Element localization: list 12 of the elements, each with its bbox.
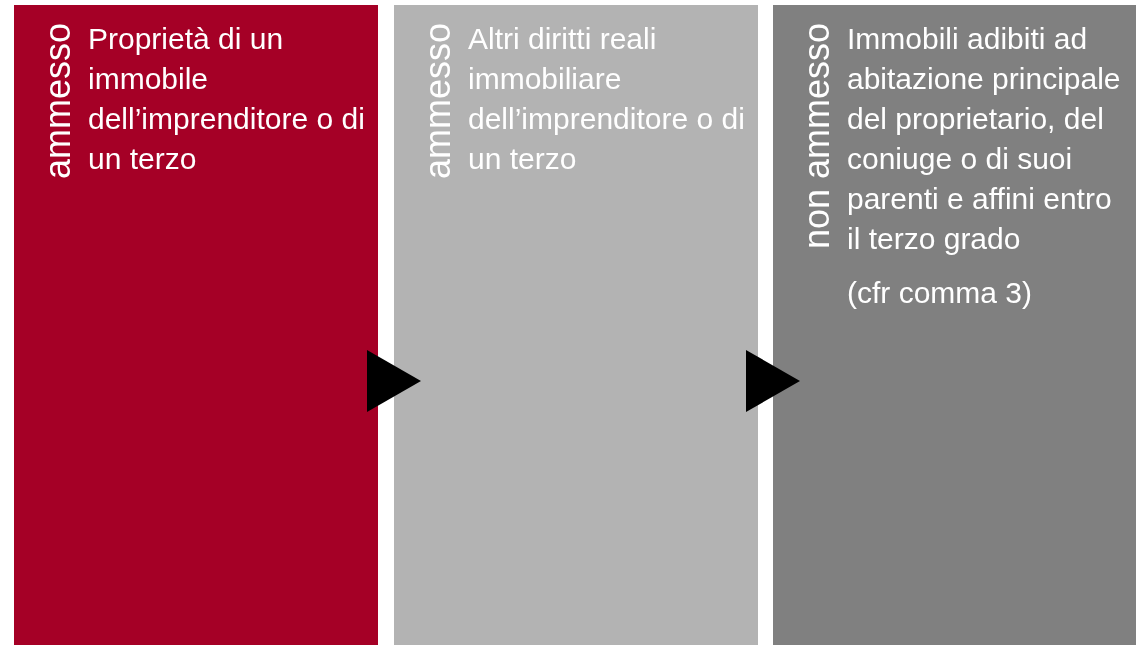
description-text: Proprietà di un immobile dell’imprenditore o di un terzo — [88, 21, 366, 177]
description-text: Altri diritti reali immobiliare dell’imprenditore o di un terzo — [468, 21, 746, 177]
status-label: ammesso — [418, 23, 458, 180]
description-text: Immobili adibiti ad abitazione principale del proprietario, del coniuge o di suoi parenti e affini entro il terzo grado — [847, 21, 1122, 257]
panel-box — [394, 5, 758, 645]
status-label: ammesso — [38, 23, 78, 180]
arrow — [367, 350, 421, 412]
panel-box — [14, 5, 378, 645]
panel-box — [773, 5, 1136, 645]
reference-note: (cfr comma 3) — [847, 275, 1032, 311]
arrow — [746, 350, 800, 412]
status-label: non ammesso — [797, 23, 837, 250]
